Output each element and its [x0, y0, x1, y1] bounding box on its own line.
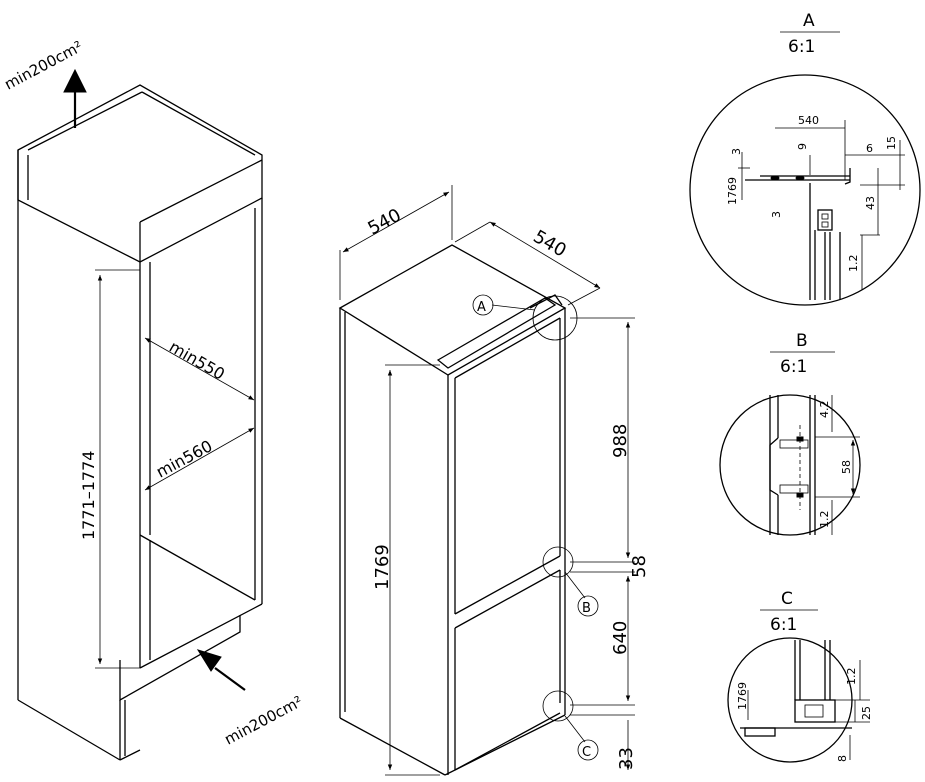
cabinet-width-label: min560 — [153, 436, 216, 481]
detail-a-dim-12: 1.2 — [847, 255, 860, 273]
detail-b-dim-12: 1.2 — [818, 511, 831, 529]
fridge-width-label: 540 — [364, 205, 404, 240]
detail-a-dim-15: 15 — [885, 136, 898, 150]
fridge-lower-door-label: 640 — [610, 621, 631, 655]
cabinet-depth-label: min550 — [166, 337, 228, 384]
detail-b — [719, 351, 861, 536]
detail-a-dim-43: 43 — [864, 196, 877, 210]
cabinet-drawing — [17, 68, 263, 761]
marker-b: B — [582, 601, 591, 616]
detail-c-dim-25: 25 — [860, 706, 873, 720]
detail-b-dim-58: 58 — [840, 460, 853, 474]
detail-b-letter: B — [796, 331, 808, 351]
detail-a-dim-6: 6 — [866, 142, 873, 155]
detail-b-dim-42: 4.2 — [818, 401, 831, 419]
detail-c-dim-8: 8 — [836, 755, 849, 762]
fridge-drawing — [338, 185, 635, 776]
cabinet-height-label: 1771–1774 — [79, 451, 98, 540]
detail-c-scale: 6:1 — [770, 615, 797, 635]
marker-a: A — [477, 300, 486, 315]
fridge-base-label: 33 — [616, 747, 637, 770]
marker-c: C — [582, 745, 591, 760]
cabinet-vent-bottom-label: min200cm² — [221, 692, 305, 748]
detail-a-dim-9: 9 — [796, 143, 809, 150]
detail-a-dim-1769: 1769 — [726, 177, 739, 205]
detail-a-scale: 6:1 — [788, 37, 815, 57]
detail-b-scale: 6:1 — [780, 357, 807, 377]
detail-a-dim-3a: 3 — [730, 148, 743, 155]
fridge-upper-door-label: 988 — [610, 424, 631, 458]
detail-c-dim-12: 1.2 — [845, 668, 858, 686]
detail-a — [689, 31, 921, 306]
detail-a-dim-540: 540 — [798, 114, 819, 127]
fridge-gap-label: 58 — [629, 555, 650, 578]
detail-c — [727, 609, 870, 763]
fridge-height-label: 1769 — [372, 544, 393, 590]
detail-a-dim-3b: 3 — [770, 211, 783, 218]
fridge-depth-label: 540 — [530, 226, 570, 261]
detail-a-letter: A — [803, 11, 815, 31]
detail-c-letter: C — [781, 589, 793, 609]
detail-c-dim-1769: 1769 — [736, 682, 749, 710]
